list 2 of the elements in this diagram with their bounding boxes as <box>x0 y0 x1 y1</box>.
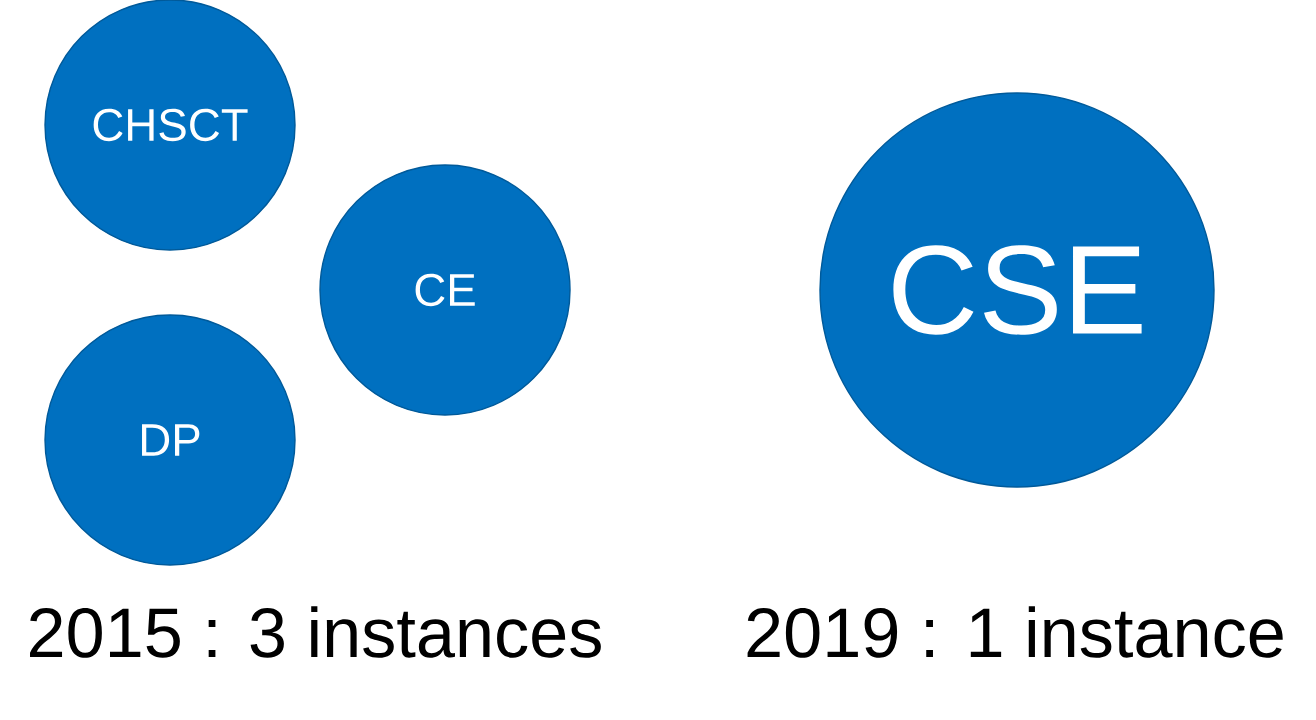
caption: 2019 : 1 instance <box>747 606 1283 658</box>
caption: 2015 : 3 instances <box>30 606 601 658</box>
